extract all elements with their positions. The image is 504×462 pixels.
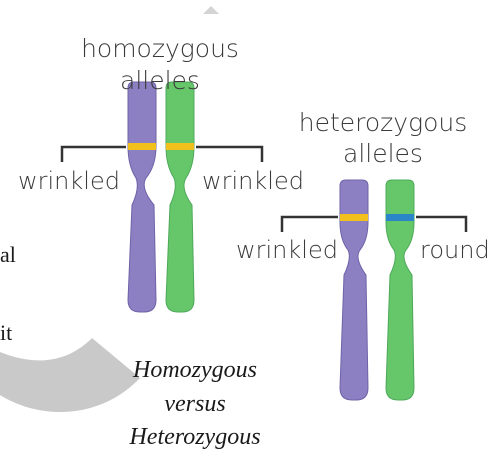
clipped-text-fragment-1: al [0,244,16,266]
heterozygous-right-bracket [416,217,466,232]
homozygous-title-line1: homozygous [80,36,240,61]
homozygous-right-allele-label: wrinkled [202,169,304,193]
heterozygous-left-allele-label: wrinkled [236,238,338,262]
homozygous-title-line2: alleles [80,68,240,93]
caption-line2: versus [100,392,290,416]
heterozygous-green-chromosome [386,180,414,400]
heterozygous-left-bracket [282,217,338,232]
scroll-up-arrow-icon [203,6,219,14]
heterozygous-title-line2: alleles [288,141,478,166]
homozygous-purple-chromosome [128,82,156,312]
clipped-text-fragment-2: it [0,322,12,344]
homozygous-green-allele-band [166,143,194,150]
caption-line1: Homozygous [100,358,290,382]
heterozygous-right-allele-label: round [420,238,490,262]
homozygous-left-bracket [62,147,126,162]
caption-line3: Heterozygous [100,425,290,449]
heterozygous-title-line1: heterozygous [288,110,478,135]
homozygous-green-chromosome [166,82,194,312]
heterozygous-purple-allele-band [340,214,368,221]
homozygous-left-allele-label: wrinkled [18,169,120,193]
heterozygous-green-allele-band [386,214,414,221]
heterozygous-purple-chromosome [340,180,368,400]
homozygous-purple-allele-band [128,143,156,150]
homozygous-right-bracket [196,147,262,162]
